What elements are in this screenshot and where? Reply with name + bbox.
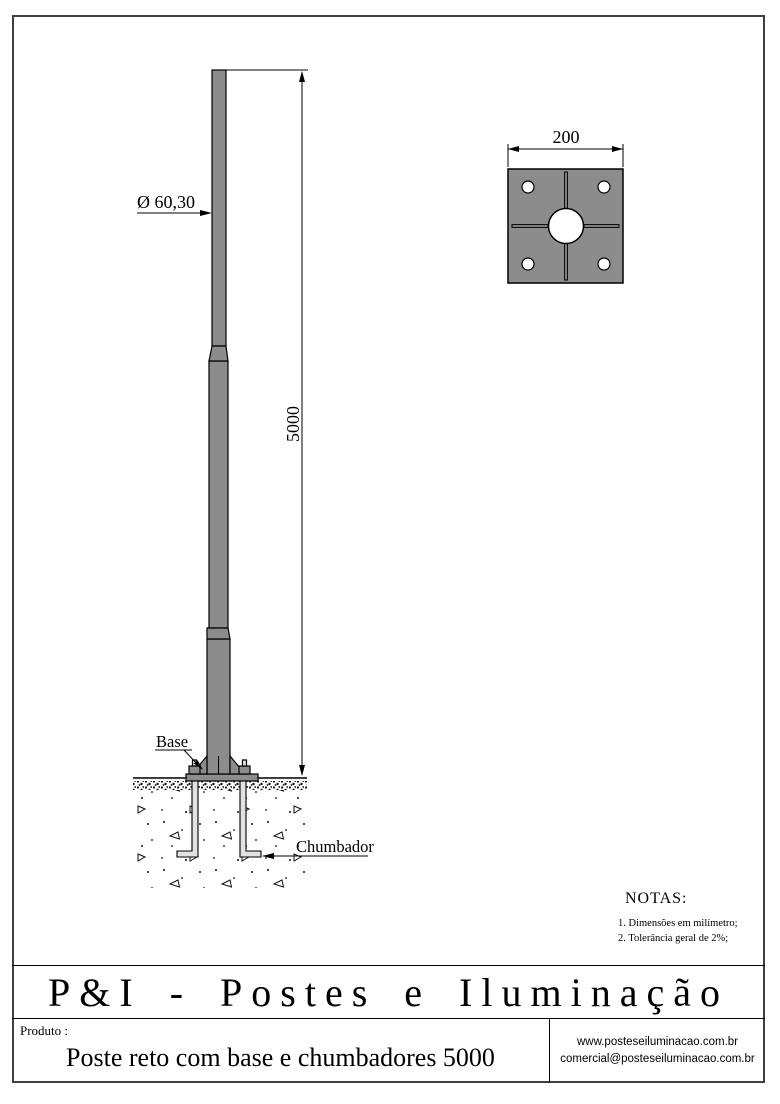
anchor-nut-right [238,765,251,775]
plate-bolt-hole-bottom-right [597,257,611,271]
pole-section-top [211,69,227,347]
plate-center-hole [547,207,585,245]
title-block-company-strip: P&I - Postes e Iluminação [12,965,765,1019]
plate-width-dimension: 200 [507,127,624,167]
note-item: 1. Dimensões em milímetro; [618,918,738,929]
pole-elevation [185,69,259,782]
pole-section-bottom [206,638,231,775]
contact-cell: www.posteseiluminacao.com.br comercial@p… [549,1019,765,1083]
foundation [133,777,307,888]
plate-top-view [507,168,624,284]
anchor-stud-right [241,759,248,767]
foundation-concrete-fill [135,790,305,888]
company-website: www.posteseiluminacao.com.br [576,1036,739,1049]
product-name: Poste reto com base e chumbadores 5000 [66,1043,495,1072]
company-title: P&I - Postes e Iluminação [48,969,729,1015]
diameter-dimension-value: Ø 60,30 [137,192,195,212]
height-arrow-top [299,71,305,82]
plate-bolt-hole-top-right [597,180,611,194]
diameter-dimension: Ø 60,30 [137,192,212,216]
product-label: Produto : [20,1023,69,1038]
base-plate-side-view [185,773,259,782]
pole-taper-lower [206,627,231,640]
plate-arrow-left [508,146,519,152]
notes-title: NOTAS: [625,890,688,907]
height-dimension: 5000 [224,69,308,776]
base-callout: Base [155,732,203,770]
notes-block: NOTAS: 1. Dimensões em milímetro; 2. Tol… [618,890,768,946]
product-cell: Produto : Poste reto com base e chumbado… [12,1019,549,1083]
page-border [12,15,765,1083]
plate-gusset-right [583,224,620,228]
base-leader-arrow [193,760,203,770]
plate-bolt-hole-bottom-left [521,257,535,271]
anchor-label: Chumbador [296,837,374,856]
title-block-bottom-row: Produto : Poste reto com base e chumbado… [12,1019,765,1083]
diameter-arrow [200,210,212,216]
plate-gusset-top [564,171,568,210]
note-item: 2. Tolerância geral de 2%; [618,933,729,944]
plate-arrow-right [612,146,623,152]
anchor-nut-left [188,765,201,775]
plate-width-value: 200 [553,127,580,147]
foundation-topsoil-band [133,781,307,790]
plate-gusset-left [511,224,549,228]
plate-bolt-hole-top-left [521,180,535,194]
company-email: comercial@posteseiluminacao.com.br [560,1053,755,1065]
anchor-callout: Chumbador [262,837,374,859]
height-dimension-value: 5000 [283,406,303,442]
height-arrow-bottom [299,765,305,776]
anchor-leader-arrow [262,853,274,859]
pole-taper-upper [208,345,229,362]
base-label: Base [156,732,188,751]
plate-gusset-bottom [564,242,568,281]
pole-section-middle [208,360,229,629]
